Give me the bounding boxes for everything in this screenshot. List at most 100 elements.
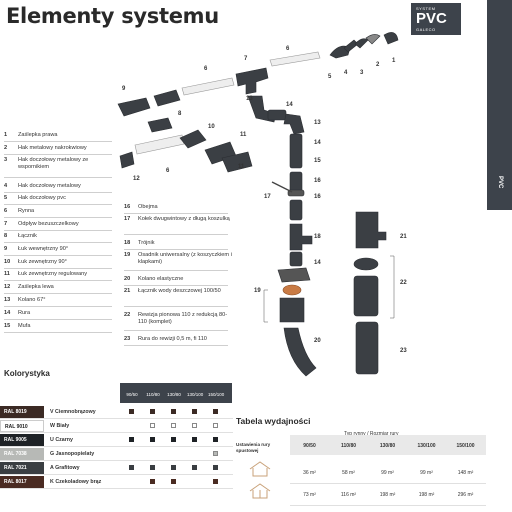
collector — [279, 297, 305, 323]
part-number: 23 — [124, 336, 131, 342]
part-label: Rura — [18, 310, 31, 316]
part-number: 16 — [124, 204, 131, 210]
part-divider — [4, 268, 112, 269]
revision-pipe — [355, 321, 379, 375]
part-divider — [124, 306, 228, 307]
availability-mark — [213, 465, 218, 470]
color-code: V — [50, 409, 54, 415]
label-3: 3 — [360, 70, 364, 76]
perf-col-1: 110/80 — [340, 443, 357, 449]
ral-swatch: RAL 8019 — [0, 406, 44, 418]
color-name: Grafitowy — [55, 465, 80, 471]
label-13b: 13 — [314, 120, 321, 126]
availability-mark — [171, 479, 176, 484]
part-label: Mufa — [18, 323, 31, 329]
gutter-mid — [181, 77, 235, 96]
label-17: 17 — [264, 194, 271, 200]
label-22: 22 — [400, 280, 407, 286]
perf-value: 296 m² — [457, 492, 474, 498]
part-number: 6 — [4, 208, 8, 214]
part-label: Łuk zewnętrzny regulowany — [18, 271, 88, 277]
part-number: 15 — [4, 323, 11, 329]
color-name: Ciemnobrązowy — [55, 409, 96, 415]
part-label: Rewizja pionowa 110 z redukcją 80-110 (k… — [138, 312, 228, 325]
corner-d — [179, 129, 207, 149]
part-label: Hak doczołowy metalowy ze wspornikiem — [18, 157, 89, 170]
color-name-group: W Biały — [50, 423, 69, 429]
label-18: 18 — [314, 234, 321, 240]
part-label: Hak metalowy nakrokwiowy — [18, 145, 87, 151]
part-label: Kołek dwugwintowy z długą koszulką — [138, 216, 230, 222]
perf-value: 116 m² — [340, 492, 357, 498]
part-label: Hak doczołowy metalowy — [18, 183, 81, 189]
availability-mark — [129, 465, 134, 470]
perf-subheading: Typ rynny / Rozmiar rury — [344, 431, 399, 437]
pipe-3 — [289, 199, 303, 221]
availability-mark — [129, 437, 134, 442]
colors-heading: Kolorystyka — [4, 369, 50, 378]
grate — [277, 267, 311, 283]
color-code: G — [50, 451, 55, 457]
perf-value: 99 m² — [381, 470, 394, 476]
gutter-top — [269, 51, 321, 67]
part-number: 7 — [4, 221, 8, 227]
badge-line-1: SYSTEM — [416, 6, 436, 11]
label-10: 10 — [208, 124, 215, 130]
gutter-left — [134, 134, 185, 155]
label-11a: 11 — [240, 132, 247, 138]
label-5: 5 — [328, 74, 332, 80]
availability-mark — [192, 437, 197, 442]
perf-col-2: 130/80 — [379, 443, 396, 449]
color-name-group: G Jasnopopielaty — [50, 451, 94, 457]
corner-a — [117, 97, 151, 117]
perf-value: 36 m² — [303, 470, 316, 476]
page-title: Elementy systemu — [6, 4, 219, 28]
part-number: 13 — [4, 297, 11, 303]
basket — [282, 284, 302, 296]
part-number: 3 — [4, 157, 8, 163]
pipe-short — [267, 109, 287, 121]
perf-col-0: 90/50 — [303, 443, 316, 449]
label-20: 20 — [314, 338, 321, 344]
availability-mark — [192, 465, 197, 470]
part-divider — [124, 285, 228, 286]
availability-mark — [213, 423, 218, 428]
availability-mark — [171, 465, 176, 470]
part-number: 5 — [4, 195, 8, 201]
part-label: Łuk zewnętrzny 90° — [18, 259, 67, 265]
perf-value: 198 m² — [418, 492, 435, 498]
hook-c — [354, 38, 369, 49]
part-divider — [124, 330, 228, 331]
size-header-2: 130/80 — [167, 392, 181, 397]
part-label: Odpływ bezuszczelkowy — [18, 221, 79, 227]
color-name-group: A Grafitowy — [50, 465, 80, 471]
label-1: 1 — [392, 58, 396, 64]
label-23: 23 — [400, 348, 407, 354]
part-divider — [4, 319, 112, 320]
part-divider — [4, 141, 112, 142]
house-icon-1 — [249, 461, 271, 477]
part-label: Rura do rewizji 0,5 m, fi 110 — [138, 336, 207, 342]
perf-value: 58 m² — [342, 470, 355, 476]
perf-row-header: Ustawienia rury spustowej — [236, 442, 271, 453]
part-number: 8 — [4, 233, 8, 239]
perf-heading: Tabela wydajności — [236, 416, 311, 426]
part-number: 21 — [124, 288, 131, 294]
part-label: Łącznik — [18, 233, 37, 239]
color-code: K — [50, 479, 54, 485]
label-14a: 14 — [286, 102, 293, 108]
part-number: 14 — [4, 310, 11, 316]
part-label: Kolano 67° — [18, 297, 46, 303]
availability-mark — [171, 409, 176, 414]
label-16a: 16 — [314, 178, 321, 184]
part-divider — [4, 280, 112, 281]
part-number: 12 — [4, 284, 11, 290]
availability-mark — [129, 409, 134, 414]
part-label: Łącznik wody deszczowej 100/50 — [138, 288, 221, 294]
perf-value: 73 m² — [303, 492, 316, 498]
part-divider — [124, 249, 228, 250]
